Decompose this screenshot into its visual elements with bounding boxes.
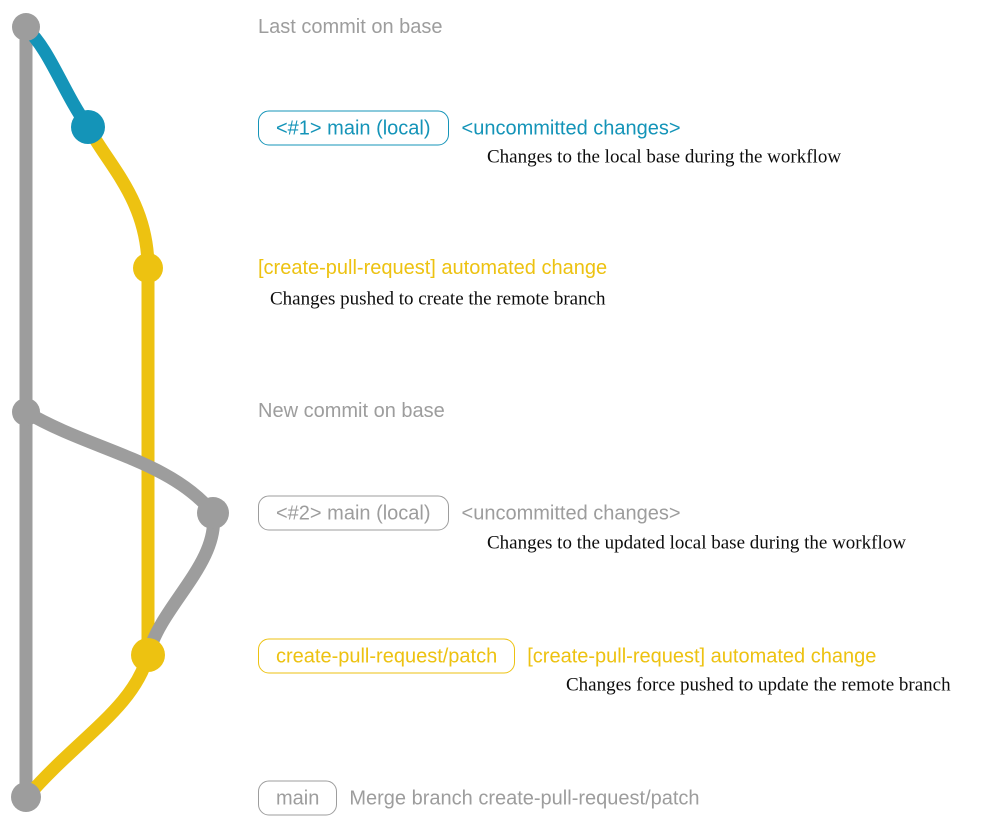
new-commit-text: New commit on base <box>258 400 445 422</box>
annotation-new-commit: New commit on base <box>258 401 445 421</box>
commit-dot-new-base <box>12 398 40 426</box>
commit1-description-text: Changes pushed to create the remote bran… <box>270 288 606 310</box>
branch-label-main-local-2-text: <#2> main (local) <box>276 502 431 524</box>
annotation-branch2: <#2> main (local) <uncommitted changes> <box>258 495 681 531</box>
commit2-message-text: [create-pull-request] automated change <box>527 645 877 667</box>
annotation-last-commit: Last commit on base <box>258 17 443 37</box>
commit-dot-main-local-2 <box>197 497 229 529</box>
commit-dot-merge <box>11 782 41 812</box>
uncommitted-changes-2-text: <uncommitted changes> <box>461 502 681 524</box>
annotation-desc1: Changes to the local base during the wor… <box>487 148 841 167</box>
annotation-patch-branch: create-pull-request/patch [create-pull-r… <box>258 638 877 674</box>
annotation-desc4: Changes force pushed to update the remot… <box>566 676 951 695</box>
commit1-message-text: [create-pull-request] automated change <box>258 257 608 279</box>
branch-label-patch-text: create-pull-request/patch <box>276 645 498 667</box>
main-local-branch-line <box>19 21 95 134</box>
branch-label-main-local-2: <#2> main (local) <box>258 495 449 531</box>
annotation-branch1: <#1> main (local) <uncommitted changes> <box>258 110 681 146</box>
commit-dot-automated-2 <box>131 638 165 672</box>
branch2-description-text: Changes to the updated local base during… <box>487 532 906 554</box>
last-commit-text: Last commit on base <box>258 16 443 38</box>
annotation-desc2: Changes pushed to create the remote bran… <box>270 290 606 309</box>
annotation-merge: main Merge branch create-pull-request/pa… <box>258 780 700 816</box>
annotation-commit1: [create-pull-request] automated change <box>258 258 607 278</box>
branch-label-main: main <box>258 780 338 816</box>
branch-label-main-text: main <box>276 787 320 809</box>
uncommitted-changes-1-text: <uncommitted changes> <box>461 117 681 139</box>
commit-dot-automated-1 <box>133 253 163 283</box>
annotation-desc3: Changes to the updated local base during… <box>487 534 906 553</box>
branch-label-main-local-1: <#1> main (local) <box>258 110 449 146</box>
commit-dot-last-base <box>12 13 40 41</box>
commit-dot-main-local-1 <box>71 110 105 144</box>
updated-base-branch-line <box>19 405 221 659</box>
branch-label-patch: create-pull-request/patch <box>258 638 516 674</box>
branch-label-main-local-1-text: <#1> main (local) <box>276 117 431 139</box>
commit2-description-text: Changes force pushed to update the remot… <box>566 674 951 696</box>
branch1-description-text: Changes to the local base during the wor… <box>487 146 842 168</box>
merge-message-text: Merge branch create-pull-request/patch <box>349 787 700 809</box>
